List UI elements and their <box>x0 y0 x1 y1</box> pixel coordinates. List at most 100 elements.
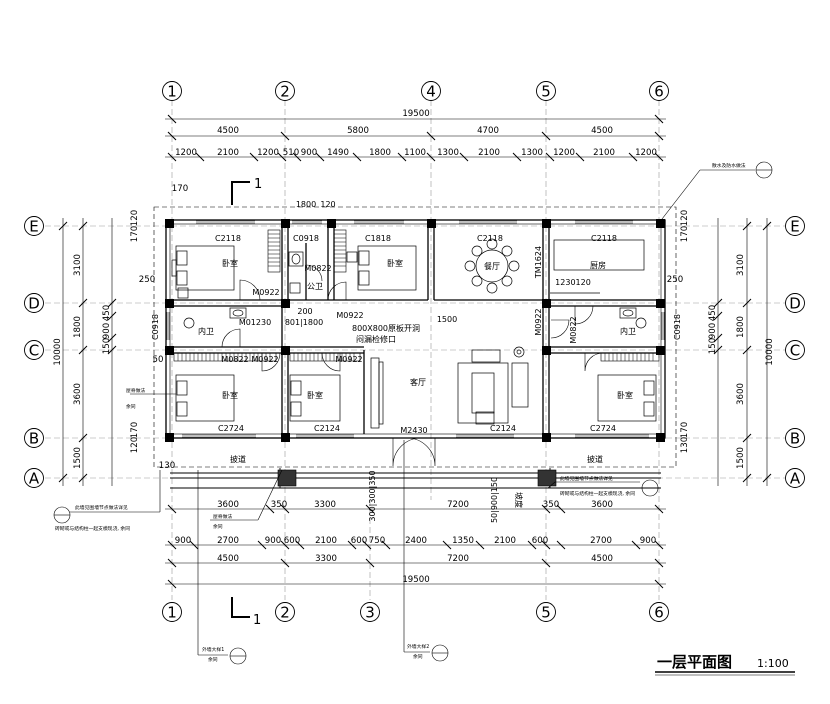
dim-left-overall: 10000 <box>53 338 63 365</box>
label-m0922-4: M0922 <box>335 355 362 364</box>
dim-left-small-9: 120 <box>130 437 140 453</box>
label-ramp: 坡度 <box>514 492 524 508</box>
porch-steps <box>277 469 557 487</box>
label-1230120: 1230120 <box>555 278 591 287</box>
axis-label-top-6: 6 <box>654 83 664 101</box>
axis-label-bottom-2: 2 <box>280 604 290 622</box>
section-mark-top-label: 1 <box>254 177 262 192</box>
label-porch-vertical: 50|900|150 <box>490 477 499 523</box>
dim-top-detail-8: 1100 <box>404 148 426 158</box>
label-c0918-right: C0918 <box>673 314 682 340</box>
room-bedroom-1: 卧室 <box>222 258 238 268</box>
dim-porch-3: 7200 <box>447 500 469 510</box>
axis-label-bottom-1: 1 <box>167 604 177 622</box>
dim-left-small-1: 120 <box>130 210 140 226</box>
dim-bot-bay-3: 7200 <box>447 554 469 564</box>
dim-bottom-detail: 900 2700 900 600 2100 600 750 2400 1350 … <box>175 536 656 546</box>
dim-bot-bay-4: 4500 <box>591 554 613 564</box>
drawing-scale: 1:100 <box>757 657 789 670</box>
side-dimension-lines <box>58 218 772 486</box>
room-living: 客厅 <box>410 377 426 387</box>
note-left-2: 砖砌或与结构柱一起支模现浇, 余同 <box>55 525 130 532</box>
section-mark-bottom-label: 1 <box>253 613 261 628</box>
label-inspection-hatch: 闷漏检修口 <box>356 334 396 344</box>
dim-top-detail-10: 2100 <box>478 148 500 158</box>
axis-label-right-A: A <box>790 470 801 488</box>
dim-right-small-4: 900 <box>708 323 718 339</box>
label-m0922-3: M0922 <box>251 355 278 364</box>
label-c2118-2: C2118 <box>477 234 503 243</box>
note-right-2: 此墙见围墙节点做法详见 <box>560 475 613 482</box>
note-ridge-1: 屋脊做法 <box>126 387 145 394</box>
dim-left-small-2: 170 <box>130 226 140 242</box>
label-ceiling-opening: 800X800原板开洞 <box>352 323 420 333</box>
axis-label-bottom-5: 5 <box>541 604 551 622</box>
dim-right-small-1: 120 <box>680 210 690 226</box>
dim-top-bay-4: 4500 <box>591 126 613 136</box>
wardrobes <box>173 229 660 362</box>
label-dim-1800: 1800 <box>296 200 316 209</box>
label-m2430: M2430 <box>400 426 427 435</box>
dim-right-bay-4: 1500 <box>736 447 746 469</box>
door-swings <box>221 264 604 467</box>
note-ridge-1-same: 余同 <box>126 403 136 410</box>
label-m0822-1: M0822 <box>304 264 331 273</box>
dim-right-small-7: 170 <box>680 422 690 438</box>
dim-bot-detail-6: 600 <box>351 536 367 546</box>
drawing-title: 一层平面图 <box>657 653 732 671</box>
axis-label-left-C: C <box>29 342 39 360</box>
axis-label-right-E: E <box>790 218 799 236</box>
dim-right-bay-3: 3600 <box>736 383 746 405</box>
dim-bottom-porch: 3600 3300 7200 3600 350 350 <box>217 500 613 510</box>
label-m0922-1: M0922 <box>252 288 279 297</box>
dim-bot-detail-9: 1350 <box>452 536 474 546</box>
kitchen-counter <box>550 239 645 294</box>
bath-fixtures <box>183 251 647 329</box>
label-m0822-3: M0822 <box>569 316 578 343</box>
axis-label-right-B: B <box>790 430 800 448</box>
axis-label-bottom-6: 6 <box>654 604 664 622</box>
room-bedroom-2: 卧室 <box>387 258 403 268</box>
dim-left-small-5: 450 <box>102 305 112 321</box>
label-m0922-5: M0922 <box>534 308 543 335</box>
axis-label-top-2: 2 <box>280 83 290 101</box>
label-m0822-2: M0822 <box>221 355 248 364</box>
dim-bot-detail-7: 750 <box>369 536 385 546</box>
beds <box>171 245 657 422</box>
dim-left-small-6: 150 <box>102 338 112 354</box>
axis-grid <box>45 100 785 600</box>
dim-top-detail-1: 1200 <box>175 148 197 158</box>
dim-top-detail-11: 1300 <box>521 148 543 158</box>
dim-right-small: 120 170 250 900 450 150 170 130 <box>667 210 718 453</box>
dim-left-small-10: 130 <box>159 461 175 471</box>
room-bath-2: 内卫 <box>620 326 636 336</box>
dim-right-small-3: 250 <box>667 275 683 285</box>
dim-top-detail-6: 1490 <box>327 148 349 158</box>
bottom-dimension-lines <box>165 504 666 589</box>
dim-left-bay-1: 3100 <box>73 254 83 276</box>
label-m01230: M01230 <box>239 318 271 327</box>
dim-bot-detail-12: 2700 <box>590 536 612 546</box>
dim-top-bay-2: 5800 <box>347 126 369 136</box>
dim-left-small-8: 170 <box>130 422 140 438</box>
axis-label-bottom-3: 3 <box>365 604 375 622</box>
note-ridge-2: 屋脊做法 <box>213 513 232 520</box>
dim-bot-detail-8: 2400 <box>405 536 427 546</box>
label-dim-1500: 1500 <box>437 315 457 324</box>
room-bath-1: 内卫 <box>198 326 214 336</box>
dim-bot-detail-2: 2700 <box>217 536 239 546</box>
structural-columns <box>165 219 665 442</box>
dim-top-detail-3: 1200 <box>257 148 279 158</box>
dim-top-overall: 19500 <box>402 109 429 119</box>
dim-top-detail-13: 2100 <box>593 148 615 158</box>
dim-bot-overall: 19500 <box>402 575 429 585</box>
axis-label-right-C: C <box>790 342 800 360</box>
dim-right-small-8: 130 <box>680 437 690 453</box>
dim-bot-detail-1: 900 <box>175 536 191 546</box>
room-bedroom-5: 卧室 <box>617 390 633 400</box>
dim-top-bay-3: 4700 <box>477 126 499 136</box>
note-wall-detail-1: 外墙大样1 <box>202 646 224 653</box>
label-dim-801-1800: 801|1800 <box>285 318 323 327</box>
dim-left-small-3: 250 <box>139 275 155 285</box>
dim-porch-2: 3300 <box>314 500 336 510</box>
